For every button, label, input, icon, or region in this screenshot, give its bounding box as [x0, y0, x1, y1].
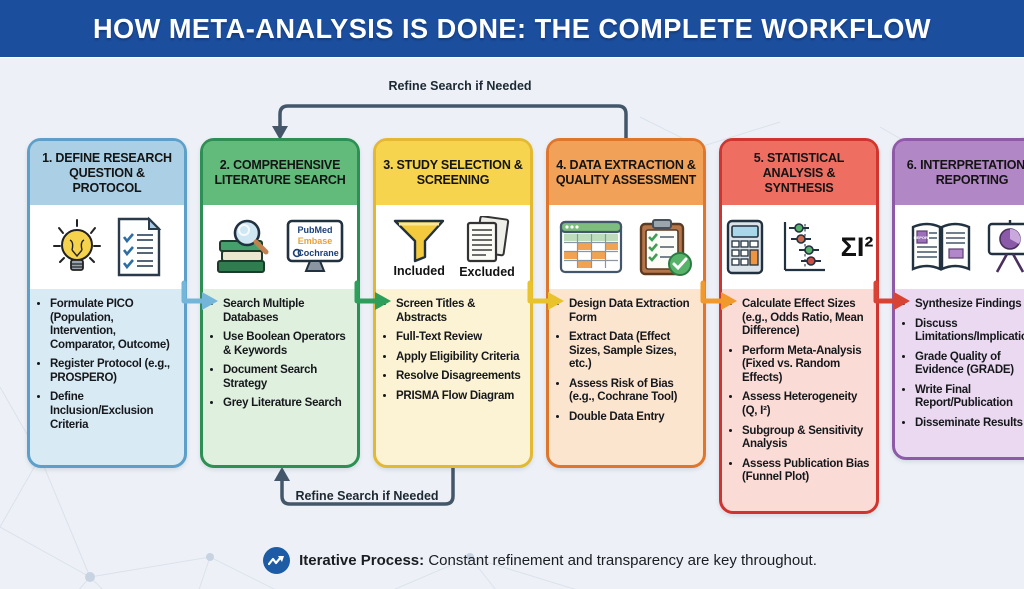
bullet-item: Assess Risk of Bias (e.g., Cochrane Tool… [569, 378, 699, 405]
bullet-item: Synthesize Findings [915, 298, 1024, 312]
bullet-item: Define Inclusion/Exclusion Criteria [50, 391, 180, 432]
step-2-title: 2. COMPREHENSIVE LITERATURE SEARCH [203, 141, 357, 205]
bullet-item: Grade Quality of Evidence (GRADE) [915, 351, 1024, 378]
iterative-process-text: Iterative Process: Constant refinement a… [299, 552, 817, 569]
step-card-4-data-extraction: 4. DATA EXTRACTION & QUALITY ASSESSMENT [546, 138, 706, 468]
bullet-item: Grey Literature Search [223, 397, 353, 411]
step-1-bullets: Formulate PICO (Population, Intervention… [30, 289, 184, 444]
step-6-bullets: Synthesize FindingsDiscuss Limitations/I… [895, 289, 1024, 443]
clipboard-check-icon [639, 219, 692, 276]
bullet-item: Screen Titles & Abstracts [396, 298, 526, 325]
arrow-step3-to-step4 [524, 280, 568, 316]
pubmed-label: PubMed [298, 225, 333, 235]
refine-search-bottom-arrow [274, 464, 455, 506]
step-card-6-interpretation-reporting: 6. INTERPRETATION & REPORTING REPORT [892, 138, 1024, 460]
sigma-i2-symbol: ΣI² [840, 231, 874, 262]
excluded-documents-icon [466, 215, 510, 262]
bullet-item: PRISMA Flow Diagram [396, 390, 526, 404]
step-1-icons [30, 205, 184, 289]
step-5-title: 5. STATISTICAL ANALYSIS & SYNTHESIS [722, 141, 876, 205]
arrow-step4-to-step5 [697, 280, 741, 316]
report-book-icon: REPORT [911, 222, 971, 271]
arrow-step5-to-step6 [870, 280, 914, 316]
bullet-item: Assess Publication Bias (Funnel Plot) [742, 458, 872, 485]
bullet-item: Double Data Entry [569, 411, 699, 425]
bullet-item: Disseminate Results [915, 417, 1024, 431]
step-3-bullets: Screen Titles & AbstractsFull-Text Revie… [376, 289, 530, 415]
refine-search-top-label: Refine Search if Needed [388, 79, 532, 93]
calculator-icon [726, 219, 763, 275]
bullet-item: Calculate Effect Sizes (e.g., Odds Ratio… [742, 298, 872, 339]
bullet-item: Apply Eligibility Criteria [396, 351, 526, 365]
step-card-2-literature-search: 2. COMPREHENSIVE LITERATURE SEARCH PubMe… [200, 138, 360, 468]
step-4-icons [549, 205, 703, 289]
step-5-bullets: Calculate Effect Sizes (e.g., Odds Ratio… [722, 289, 876, 497]
step-3-icons: Included Excluded [376, 205, 530, 289]
bullet-item: Discuss Limitations/Implications [915, 318, 1024, 345]
step-6-title: 6. INTERPRETATION & REPORTING [895, 141, 1024, 205]
presentation-pie-chart-icon [987, 220, 1024, 273]
step-2-bullets: Search Multiple DatabasesUse Boolean Ope… [203, 289, 357, 423]
bullet-item: Write Final Report/Publication [915, 384, 1024, 411]
step-2-icons: PubMed Embase Cochrane [203, 205, 357, 289]
bullet-item: Full-Text Review [396, 331, 526, 345]
report-micro-label: REPORT [914, 235, 931, 240]
forest-plot-icon [783, 222, 825, 272]
embase-label: Embase [298, 236, 333, 246]
step-1-title: 1. DEFINE RESEARCH QUESTION & PROTOCOL [30, 141, 184, 205]
refine-search-top-arrow [272, 104, 628, 144]
checklist-document-icon [117, 216, 162, 277]
bullet-item: Extract Data (Effect Sizes, Sample Sizes… [569, 331, 699, 372]
iterative-process-note: Iterative Process: Constant refinement a… [28, 547, 1024, 574]
bullet-item: Register Protocol (e.g., PROSPERO) [50, 358, 180, 385]
bullet-item: Formulate PICO (Population, Intervention… [50, 298, 180, 352]
step-card-1-define-question: 1. DEFINE RESEARCH QUESTION & PROTOCOL [27, 138, 187, 468]
step-5-icons: ΣI² [722, 205, 876, 289]
step-4-title: 4. DATA EXTRACTION & QUALITY ASSESSMENT [549, 141, 703, 205]
refine-search-bottom-label: Refine Search if Needed [295, 489, 439, 503]
iterative-process-icon [263, 547, 291, 574]
iterative-process-lead: Iterative Process: [299, 552, 425, 569]
lightbulb-icon [53, 219, 101, 271]
cochrane-label: Cochrane [297, 248, 339, 258]
arrow-step1-to-step2 [178, 280, 222, 316]
step-3-title: 3. STUDY SELECTION & SCREENING [376, 141, 530, 205]
page-title: HOW META-ANALYSIS IS DONE: THE COMPLETE … [92, 12, 932, 44]
funnel-icon [394, 219, 445, 262]
step-6-icons: REPORT [895, 205, 1024, 289]
bullet-item: Design Data Extraction Form [569, 298, 699, 325]
step-card-3-study-selection: 3. STUDY SELECTION & SCREENING Included [373, 138, 533, 468]
excluded-label: Excluded [459, 264, 515, 279]
bullet-item: Subgroup & Sensitivity Analysis [742, 425, 872, 452]
bullet-item: Use Boolean Operators & Keywords [223, 331, 353, 358]
bullet-item: Search Multiple Databases [223, 298, 353, 325]
spreadsheet-icon [559, 220, 623, 274]
included-label: Included [393, 263, 445, 278]
arrow-step2-to-step3 [351, 280, 395, 316]
iterative-process-body: Constant refinement and transparency are… [428, 552, 817, 569]
bullet-item: Resolve Disagreements [396, 370, 526, 384]
bullet-item: Perform Meta-Analysis (Fixed vs. Random … [742, 345, 872, 386]
databases-monitor-icon: PubMed Embase Cochrane [286, 219, 344, 272]
step-card-5-statistical-analysis: 5. STATISTICAL ANALYSIS & SYNTHESIS [719, 138, 879, 514]
step-4-bullets: Design Data Extraction FormExtract Data … [549, 289, 703, 437]
bullet-item: Assess Heterogeneity (Q, I²) [742, 391, 872, 418]
books-magnifier-icon [217, 219, 269, 273]
bullet-item: Document Search Strategy [223, 364, 353, 391]
title-bar: HOW META-ANALYSIS IS DONE: THE COMPLETE … [0, 0, 1024, 57]
